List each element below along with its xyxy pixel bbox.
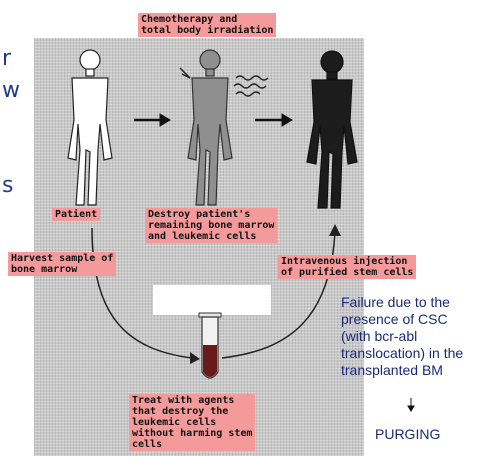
- chemo-label: Chemotherapy and total body irradiation: [138, 13, 276, 37]
- harvest-label: Harvest sample of bone marrow: [8, 252, 116, 276]
- treated-patient-figure: [188, 50, 232, 205]
- recovered-patient-figure: [307, 51, 357, 208]
- harvest-arrow: [92, 228, 192, 358]
- test-tube-icon: [199, 313, 221, 378]
- inject-arrow-head: [329, 224, 341, 236]
- treat-label: Treat with agents that destroy the leuke…: [129, 394, 255, 451]
- failure-note: Failure due to the presence of CSC (with…: [341, 294, 463, 379]
- patient-figure: [68, 50, 112, 205]
- inject-arrow: [222, 232, 335, 358]
- purging-arrow: [408, 398, 414, 411]
- destroy-label: Destroy patient's remaining bone marrow …: [145, 208, 277, 243]
- injection-icon: [180, 68, 190, 78]
- purging-label: PURGING: [375, 426, 440, 442]
- arrow-right-2: [255, 114, 292, 126]
- arrow-right-1: [134, 114, 170, 126]
- harvest-arrow-head: [190, 352, 200, 364]
- radiation-icon: [234, 76, 268, 96]
- patient-label: Patient: [52, 208, 100, 221]
- inject-label: Intravenous injection of purified stem c…: [278, 255, 416, 279]
